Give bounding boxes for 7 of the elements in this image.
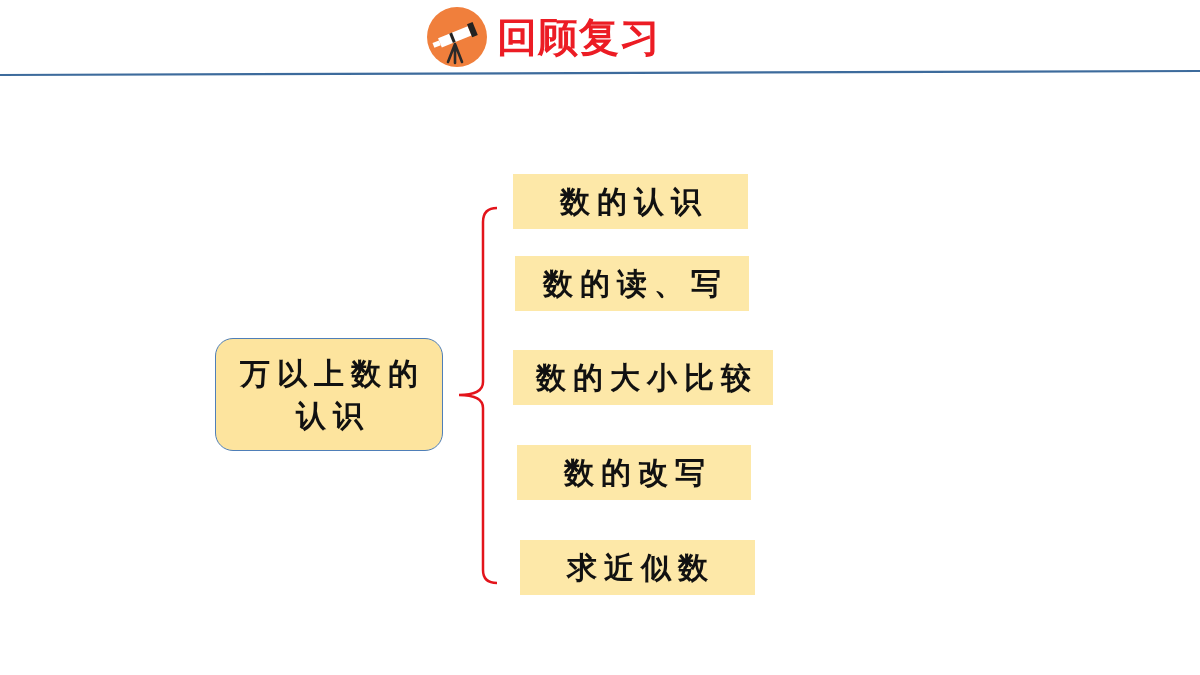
subtopic-box: 数的改写 xyxy=(517,445,751,500)
topic-box: 万以上数的认识 xyxy=(215,338,443,451)
title: 回顾复习 xyxy=(497,13,661,62)
subtopic-box: 数的读、写 xyxy=(515,256,749,311)
subtopic-box: 数的大小比较 xyxy=(513,350,773,405)
subtopic-box: 数的认识 xyxy=(513,174,748,229)
subtopic-box: 求近似数 xyxy=(520,540,755,595)
